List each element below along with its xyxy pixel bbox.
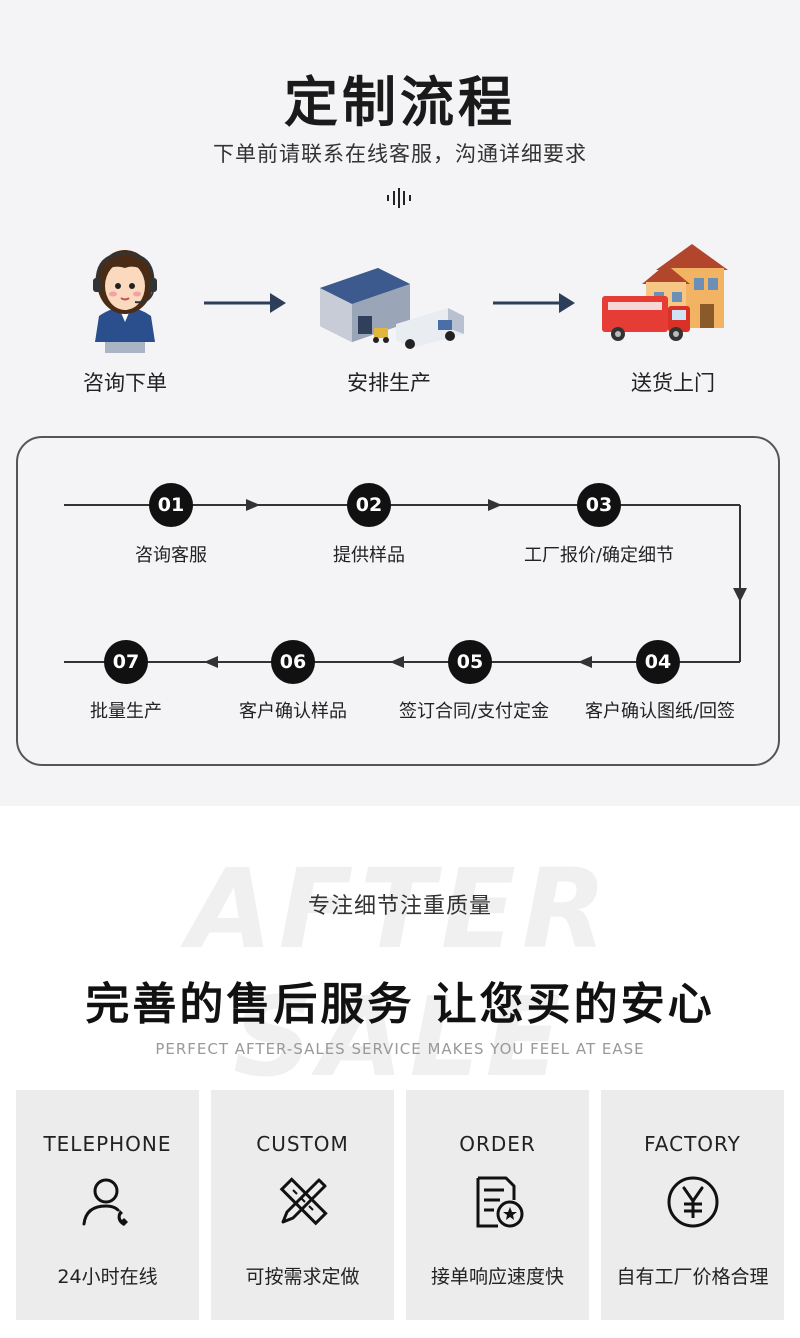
- step-label-04: 客户确认图纸/回签: [584, 701, 736, 722]
- arrow-right-icon: [493, 293, 575, 313]
- step-label-02: 提供样品: [333, 545, 405, 566]
- service-slogan-en: PERFECT AFTER-SALES SERVICE MAKES YOU FE…: [155, 1040, 645, 1058]
- service-card-order: ORDER 接单响应速度快: [406, 1090, 589, 1320]
- card-desc: 自有工厂价格合理: [616, 1266, 769, 1288]
- step-number-04: 04: [636, 640, 680, 684]
- ruler-pencil-icon: [279, 1177, 328, 1226]
- yen-coin-icon: [667, 1176, 719, 1228]
- step-number-07: 07: [104, 640, 148, 684]
- sound-wave-icon: [387, 188, 411, 208]
- step-number-01: 01: [149, 483, 193, 527]
- step-number-05: 05: [448, 640, 492, 684]
- hero-label-production: 安排生产: [347, 371, 431, 395]
- factory-truck-icon: [320, 268, 464, 349]
- arrow-right-icon: [204, 293, 286, 313]
- step-number-03: 03: [577, 483, 621, 527]
- service-card-custom: CUSTOM 可按需求定做: [211, 1090, 394, 1320]
- process-flow-box: [16, 436, 780, 766]
- customer-service-agent-icon: [93, 250, 157, 353]
- phone-user-icon: [82, 1178, 128, 1226]
- process-section: 定制流程 下单前请联系在线客服，沟通详细要求 咨询下单: [0, 0, 800, 806]
- focus-heading: 专注细节注重质量: [307, 894, 492, 919]
- card-desc: 可按需求定做: [245, 1266, 360, 1288]
- card-desc: 接单响应速度快: [430, 1266, 564, 1288]
- hero-label-delivery: 送货上门: [631, 371, 715, 395]
- hero-label-consult: 咨询下单: [83, 371, 167, 395]
- step-number-06: 06: [271, 640, 315, 684]
- service-card-factory: FACTORY 自有工厂价格合理: [601, 1090, 784, 1320]
- step-label-07: 批量生产: [90, 701, 162, 722]
- service-card-telephone: TELEPHONE 24小时在线: [16, 1090, 199, 1320]
- step-label-01: 咨询客服: [135, 545, 207, 566]
- page-subtitle: 下单前请联系在线客服，沟通详细要求: [213, 142, 587, 166]
- service-slogan: 完善的售后服务 让您买的安心: [85, 979, 715, 1030]
- card-desc: 24小时在线: [57, 1266, 158, 1288]
- step-label-03: 工厂报价/确定细节: [523, 545, 675, 566]
- step-number-02: 02: [347, 483, 391, 527]
- step-label-05: 签订合同/支付定金: [398, 701, 550, 722]
- step-label-06: 客户确认样品: [239, 701, 347, 722]
- card-title: FACTORY: [644, 1132, 741, 1156]
- card-title: TELEPHONE: [43, 1132, 172, 1156]
- process-flow-lines: [64, 499, 747, 668]
- delivery-house-icon: [602, 244, 728, 341]
- after-sale-watermark: AFTER SALE: [187, 845, 613, 1101]
- card-title: ORDER: [459, 1132, 536, 1156]
- card-title: CUSTOM: [256, 1132, 349, 1156]
- order-document-icon: [476, 1176, 524, 1228]
- page-title: 定制流程: [284, 71, 516, 134]
